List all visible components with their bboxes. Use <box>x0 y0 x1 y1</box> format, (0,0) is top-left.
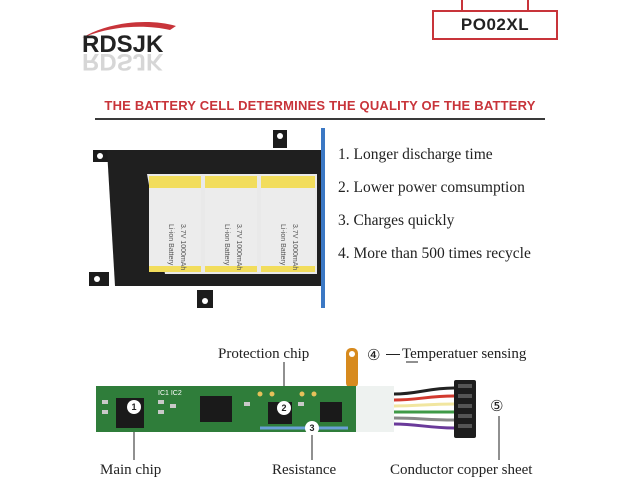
battery-illustration: Li-ion Battery 3.7V 1000mAh Li-ion Batte… <box>89 128 325 308</box>
main-chip-label: Main chip <box>100 462 162 478</box>
feature-item: 4. More than 500 times recycle <box>338 245 531 262</box>
mounting-tab-left-top <box>93 150 111 162</box>
mounting-tab-bottom <box>197 290 213 308</box>
ic2-chip <box>200 396 232 422</box>
mounting-tab-left-bottom <box>89 272 109 286</box>
wire-bundle <box>393 386 455 430</box>
marker-2: 2 <box>281 403 286 413</box>
protection-chip-label: Protection chip <box>218 346 310 362</box>
battery-cells <box>149 176 315 272</box>
resistance-label: Resistance <box>272 462 337 478</box>
feature-item: 1. Longer discharge time <box>338 146 493 163</box>
model-connector-ticks <box>461 0 529 10</box>
model-badge: PO02XL <box>432 10 558 40</box>
cell-2-line2: 3.7V 1000mAh <box>235 224 242 270</box>
feature-list: 1. Longer discharge time 2. Lower power … <box>338 144 638 276</box>
cell-3-line1: Li-ion Battery <box>279 224 286 266</box>
conductor-connector <box>454 380 476 438</box>
pcb-silkscreen: IC1 IC2 <box>158 390 182 397</box>
cell-2-line1: Li-ion Battery <box>223 224 230 266</box>
cell-1-line2: 3.7V 1000mAh <box>179 224 186 270</box>
headline-underline <box>95 118 545 120</box>
temperature-sensing-label: Temperatuer sensing <box>402 346 527 362</box>
feature-item: 2. Lower power comsumption <box>338 179 525 196</box>
cell-3-line2: 3.7V 1000mAh <box>291 224 298 270</box>
logo-swoosh <box>82 22 176 38</box>
logo-text: RDSJK <box>82 31 164 58</box>
mounting-tab-top <box>273 130 287 148</box>
temperature-sensor <box>346 348 358 388</box>
temperature-arrow-line <box>386 354 400 355</box>
brand-logo: RDSJK RDSJK <box>82 22 176 73</box>
feature-item: 3. Charges quickly <box>338 212 455 229</box>
model-code: PO02XL <box>460 15 530 34</box>
marker-3: 3 <box>309 423 314 433</box>
conductor-label: Conductor copper sheet <box>390 462 533 478</box>
temperature-marker: ④ <box>367 346 381 364</box>
pcb-diagram: IC1 IC2 1 2 3 <box>96 348 500 460</box>
logo-reflection: RDSJK <box>82 48 164 73</box>
pcb-white-strip <box>356 386 394 432</box>
mosfet-chip <box>320 402 342 422</box>
battery-blue-edge <box>321 128 325 308</box>
cell-1-line1: Li-ion Battery <box>167 224 174 266</box>
conductor-marker: ⑤ <box>490 397 504 415</box>
marker-1: 1 <box>131 402 136 412</box>
headline: THE BATTERY CELL DETERMINES THE QUALITY … <box>104 98 536 113</box>
